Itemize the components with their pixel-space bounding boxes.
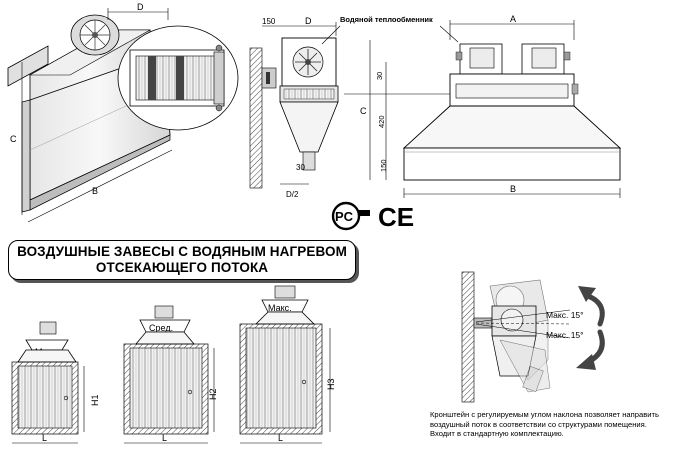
gost-mark-text: PC xyxy=(335,209,354,224)
page-title-line-1: ВОЗДУШНЫЕ ЗАВЕСЫ С ВОДЯНЫМ НАГРЕВОМ xyxy=(17,244,347,259)
size-mid: Сред. H2 L xyxy=(123,305,218,444)
size-mid-h: H2 xyxy=(208,388,218,400)
front-dim-b: B xyxy=(510,184,516,194)
iso-dim-d: D xyxy=(137,2,144,12)
front-dim-c: C xyxy=(360,106,367,116)
heat-exchanger-label: Водяной теплообменник xyxy=(340,15,433,24)
size-mid-l: L xyxy=(162,433,167,443)
side-dim-d2: D/2 xyxy=(286,190,299,199)
bracket-tilt-diagram: Макс. 15° Макс. 15° xyxy=(461,271,605,403)
iso-dim-c: C xyxy=(10,134,17,144)
size-max: Макс. H3 L xyxy=(239,285,336,444)
front-dim-30: 30 xyxy=(375,72,384,80)
front-motor-left-icon xyxy=(455,43,503,75)
size-max-l: L xyxy=(278,433,283,443)
front-motor-right-icon xyxy=(521,43,571,75)
side-dim-d: D xyxy=(305,16,312,26)
min-motor-icon xyxy=(39,321,57,335)
caption-line-2: воздушный поток в соответствии со структ… xyxy=(430,419,647,429)
angle-up-label: Макс. 15° xyxy=(546,310,584,320)
caption-line-3: Входит в стандартную комплектацию. xyxy=(430,429,564,439)
bracket-fan-icon xyxy=(500,308,524,332)
heat-exchanger-detail-icon xyxy=(129,44,225,112)
iso-view: D C B xyxy=(7,2,239,223)
page-title: ВОЗДУШНЫЕ ЗАВЕСЫ С ВОДЯНЫМ НАГРЕВОМ ОТСЕ… xyxy=(8,240,356,280)
page-title-line-2: ОТСЕКАЮЩЕГО ПОТОКА xyxy=(95,260,269,275)
tilt-down-arrow-icon xyxy=(576,329,605,370)
max-motor-icon xyxy=(274,285,296,299)
front-view: A C 30 420 150 B xyxy=(360,14,622,198)
side-view: 150 D 30 D/2 Водяной теплообменник xyxy=(249,15,459,199)
size-max-tag: Макс. xyxy=(268,303,292,313)
size-min: Мин. H1 L xyxy=(11,321,100,444)
tilt-up-arrow-icon xyxy=(578,286,605,327)
angle-down-label: Макс. 15° xyxy=(546,330,584,340)
size-min-l: L xyxy=(42,433,47,443)
side-dim-150: 150 xyxy=(262,17,276,26)
side-dim-30: 30 xyxy=(296,163,305,172)
front-dim-a: A xyxy=(510,14,516,24)
size-min-h: H1 xyxy=(90,394,100,406)
size-mid-tag: Сред. xyxy=(149,323,173,333)
front-dim-420: 420 xyxy=(377,115,386,128)
mid-motor-icon xyxy=(154,305,174,319)
front-dim-150: 150 xyxy=(379,159,388,172)
certification: PC CE xyxy=(331,201,414,232)
size-max-h: H3 xyxy=(326,378,336,390)
bracket-caption: Кронштейн с регулируемым углом наклона п… xyxy=(430,410,685,439)
ce-mark: CE xyxy=(378,202,414,232)
gost-mark-icon: PC xyxy=(331,201,370,231)
iso-dim-b: B xyxy=(92,186,98,196)
caption-line-1: Кронштейн с регулируемым углом наклона п… xyxy=(430,410,659,419)
